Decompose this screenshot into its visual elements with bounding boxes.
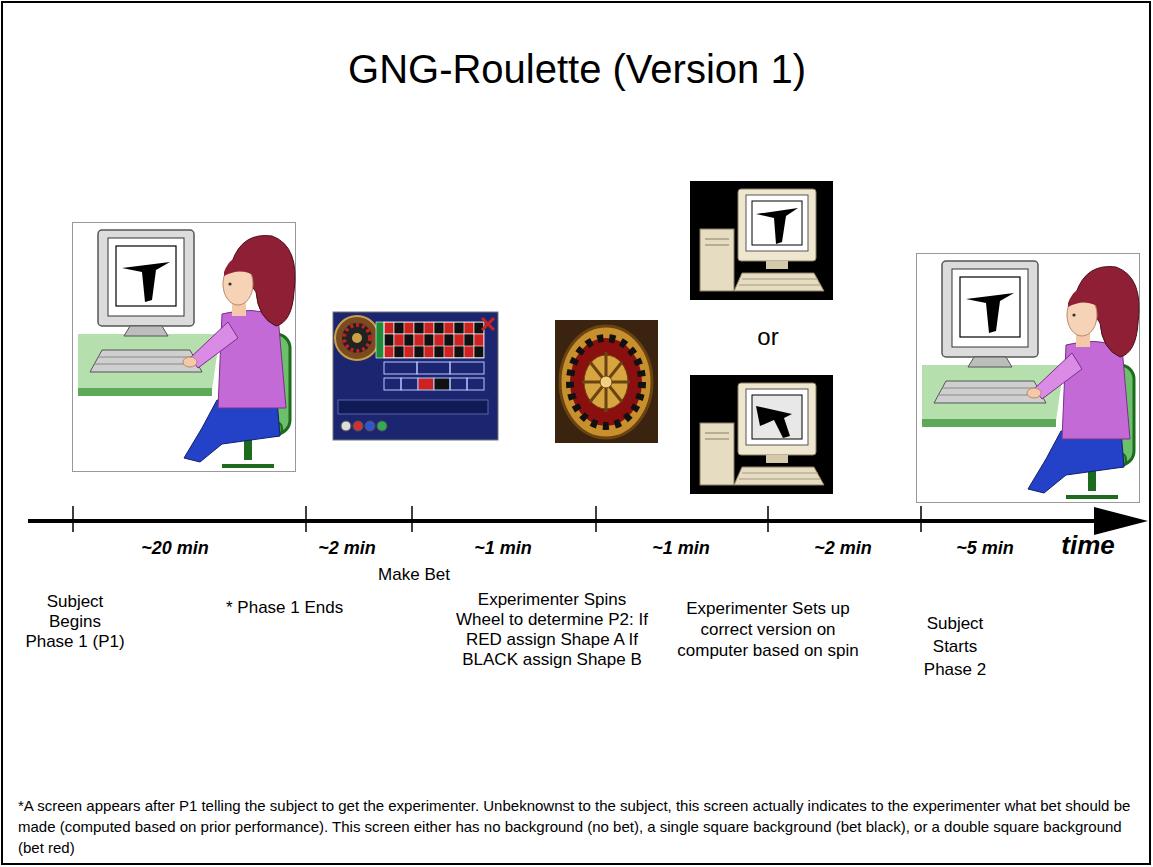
event-label: Experimenter Spins Wheel to determine P2… [452, 590, 652, 670]
subject-illustration-left [73, 223, 296, 472]
timeline-axis [28, 506, 1148, 535]
subject-illustration-right [917, 254, 1140, 503]
computer-version-a [752, 201, 802, 245]
duration-label: ~1 min [474, 537, 532, 559]
event-label: Experimenter Sets up correct version on … [676, 598, 861, 661]
roulette-table-image [376, 322, 384, 358]
roulette-wheel-image [560, 326, 652, 438]
roulette-table-image [353, 421, 363, 431]
roulette-wheel-image [582, 352, 630, 412]
timeline-axis [28, 519, 1098, 523]
roulette-table-image [384, 322, 484, 358]
computer-version-b [752, 395, 802, 439]
event-label: Make Bet [378, 565, 450, 585]
roulette-table-image [418, 378, 434, 390]
event-label: Subject Starts Phase 2 [920, 612, 990, 681]
roulette-table-image [450, 378, 467, 390]
roulette-table-image [338, 400, 488, 414]
roulette-table-image [333, 312, 498, 440]
roulette-table-image [333, 312, 498, 440]
roulette-table-image [401, 378, 418, 390]
roulette-wheel-image [555, 320, 658, 443]
event-label: * Phase 1 Ends [226, 598, 343, 618]
roulette-wheel-image [555, 320, 658, 443]
duration-label: ~1 min [652, 537, 710, 559]
duration-label: ~20 min [141, 537, 209, 559]
computer-version-b [756, 406, 792, 438]
duration-label: ~2 min [814, 537, 872, 559]
event-label: Subject Begins Phase 1 (P1) [24, 592, 127, 652]
roulette-table-image [344, 325, 370, 351]
timeline-axis [73, 506, 921, 532]
roulette-table-image [365, 421, 375, 431]
computer-version-b [690, 375, 833, 494]
computer-version-a [690, 181, 833, 300]
roulette-table-image [377, 421, 387, 431]
axis-label: time [1061, 530, 1114, 561]
roulette-wheel-image [570, 338, 642, 426]
roulette-table-image [434, 378, 450, 390]
diagram-title: GNG-Roulette (Version 1) [348, 46, 806, 92]
roulette-table-image [341, 421, 351, 431]
roulette-table-image [450, 362, 484, 374]
computer-version-a [756, 208, 798, 244]
roulette-table-image [467, 378, 484, 390]
separator-word: or [757, 322, 778, 351]
roulette-table-image [482, 318, 494, 330]
roulette-table-image [342, 323, 372, 353]
footnote: *A screen appears after P1 telling the s… [18, 795, 1143, 858]
roulette-table-image [417, 362, 450, 374]
computer-version-a [690, 181, 833, 300]
roulette-table-image [352, 333, 362, 343]
roulette-wheel-image [570, 338, 642, 426]
duration-label: ~5 min [956, 537, 1014, 559]
duration-label: ~2 min [318, 537, 376, 559]
roulette-table-image [384, 378, 401, 390]
roulette-table-image [384, 362, 417, 374]
computer-version-b [690, 375, 833, 494]
roulette-table-image [335, 316, 379, 360]
roulette-wheel-image [600, 376, 612, 388]
